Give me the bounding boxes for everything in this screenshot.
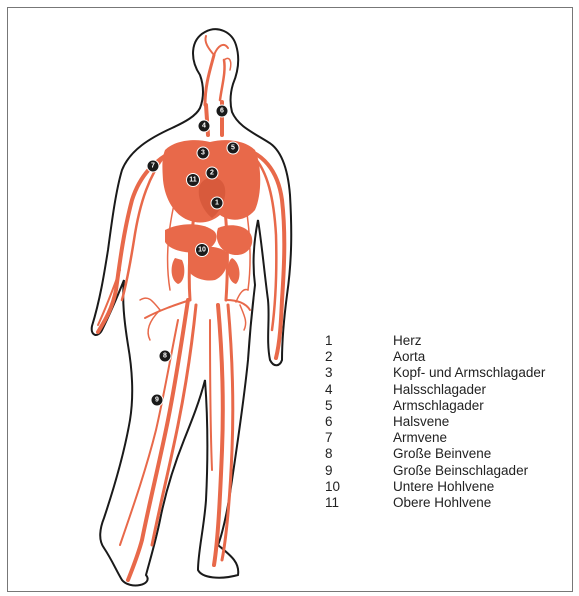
marker-7: 7: [147, 160, 159, 172]
legend-number: 8: [325, 446, 393, 462]
legend-number: 6: [325, 414, 393, 430]
legend-number: 10: [325, 479, 393, 495]
legend-label: Obere Hohlvene: [393, 495, 491, 511]
legend-row: 6 Halsvene: [325, 414, 545, 430]
marker-6: 6: [216, 105, 228, 117]
body-outline: [92, 29, 292, 585]
legend-row: 4 Halsschlagader: [325, 382, 545, 398]
legend-row: 8 Große Beinvene: [325, 446, 545, 462]
legend-label: Herz: [393, 333, 422, 349]
legend-row: 10 Untere Hohlvene: [325, 479, 545, 495]
marker-1: 1: [211, 197, 223, 209]
legend-row: 7 Armvene: [325, 430, 545, 446]
marker-4-label: 4: [202, 123, 206, 130]
legend-number: 4: [325, 382, 393, 398]
legend-number: 3: [325, 365, 393, 381]
legend-row: 2 Aorta: [325, 349, 545, 365]
legend-row: 3 Kopf- und Armschlagader: [325, 365, 545, 381]
legend-label: Halsschlagader: [393, 382, 486, 398]
legend-number: 11: [325, 495, 393, 511]
legend-row: 9 Große Beinschlagader: [325, 463, 545, 479]
legend-label: Halsvene: [393, 414, 449, 430]
marker-10: 10: [196, 244, 209, 257]
legend: 1 Herz 2 Aorta 3 Kopf- und Armschlagader…: [325, 333, 545, 511]
marker-9: 9: [151, 394, 163, 406]
legend-label: Armvene: [393, 430, 447, 446]
marker-9-label: 9: [155, 397, 159, 404]
legend-number: 7: [325, 430, 393, 446]
legend-row: 1 Herz: [325, 333, 545, 349]
legend-number: 9: [325, 463, 393, 479]
marker-5-label: 5: [231, 145, 235, 152]
legend-label: Große Beinvene: [393, 446, 491, 462]
marker-1-label: 1: [215, 200, 219, 207]
marker-2: 2: [206, 167, 218, 179]
marker-4: 4: [198, 120, 210, 132]
marker-7-label: 7: [151, 163, 155, 170]
legend-label: Armschlagader: [393, 398, 484, 414]
legend-label: Aorta: [393, 349, 425, 365]
legend-row: 5 Armschlagader: [325, 398, 545, 414]
marker-2-label: 2: [210, 170, 214, 177]
marker-5: 5: [227, 142, 239, 154]
legend-label: Kopf- und Armschlagader: [393, 365, 545, 381]
legend-number: 5: [325, 398, 393, 414]
marker-3-label: 3: [201, 150, 205, 157]
marker-8: 8: [159, 350, 171, 362]
legend-label: Große Beinschlagader: [393, 463, 528, 479]
legend-number: 1: [325, 333, 393, 349]
legend-number: 2: [325, 349, 393, 365]
legend-row: 11 Obere Hohlvene: [325, 495, 545, 511]
legend-label: Untere Hohlvene: [393, 479, 494, 495]
marker-8-label: 8: [163, 353, 167, 360]
marker-3: 3: [197, 147, 209, 159]
marker-11: 11: [187, 174, 200, 187]
marker-11-label: 11: [189, 177, 197, 184]
marker-10-label: 10: [198, 247, 206, 254]
marker-6-label: 6: [220, 108, 224, 115]
